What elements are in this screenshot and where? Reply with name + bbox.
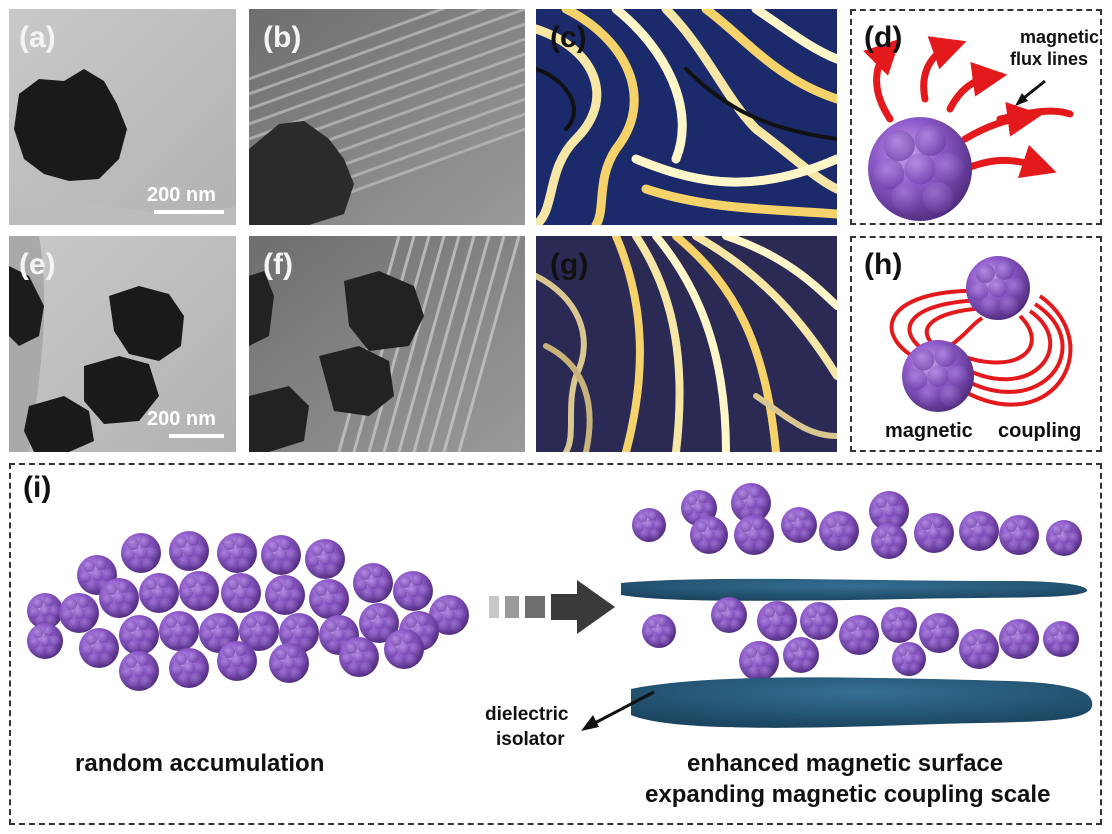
coupling-caption-right: coupling: [998, 420, 1082, 442]
flux-annotation-line2: flux lines: [1010, 49, 1089, 69]
coupling-diagram-h: [889, 256, 1073, 412]
scale-bar-a: [154, 210, 224, 214]
phase-map-image-c: [536, 9, 837, 225]
panel-h-box: [850, 236, 1102, 452]
scale-bar-label-e: 200 nm: [147, 408, 216, 430]
layered-structure: [581, 483, 1093, 731]
hologram-image-f: [249, 236, 525, 452]
random-accumulation-caption: random accumulation: [75, 750, 325, 777]
panel-label-a: (a): [19, 21, 56, 54]
panel-g-phase-map: (g): [536, 236, 837, 452]
enhanced-surface-caption: enhanced magnetic surface: [687, 750, 1004, 777]
panel-label-h: (h): [864, 248, 903, 281]
panel-i-schematic: (i) random accumulation dielectric isola…: [9, 463, 1102, 825]
panel-a-tem: (a) 200 nm: [9, 9, 236, 225]
tem-image-a: [9, 9, 236, 225]
panel-d-box: [850, 9, 1102, 225]
panel-label-g: (g): [550, 248, 589, 281]
transition-arrow: [489, 580, 615, 634]
panel-label-d: (d): [864, 21, 903, 54]
flux-diagram-d: [863, 36, 1074, 221]
panel-e-tem: (e) 200 nm: [9, 236, 236, 452]
panel-b-hologram: (b): [249, 9, 525, 225]
phase-map-image-g: [536, 236, 837, 452]
panel-label-e: (e): [19, 248, 56, 281]
panel-label-i: (i): [23, 471, 52, 504]
hologram-image-b: [249, 9, 525, 225]
coupling-caption-left: magnetic: [885, 420, 973, 442]
random-cluster: [27, 531, 469, 691]
panel-label-f: (f): [263, 248, 293, 281]
dielectric-label-line1: dielectric: [485, 704, 569, 725]
panel-label-b: (b): [263, 21, 302, 54]
dielectric-label-line2: isolator: [496, 729, 565, 750]
panel-i-box: [9, 463, 1102, 825]
panel-f-hologram: (f): [249, 236, 525, 452]
coupling-scale-caption: expanding magnetic coupling scale: [645, 781, 1051, 808]
scale-bar-e: [169, 434, 224, 438]
panel-h-schematic: (h) magnetic coupling: [850, 236, 1102, 452]
tem-image-e: [9, 236, 236, 452]
flux-annotation-line1: magnetic: [1020, 27, 1100, 47]
panel-label-c: (c): [550, 21, 587, 54]
panel-c-phase-map: (c): [536, 9, 837, 225]
assembly-diagram-i: [27, 483, 1093, 731]
panel-d-schematic: (d) magnetic flux lines: [850, 9, 1102, 225]
scale-bar-label-a: 200 nm: [147, 184, 216, 206]
